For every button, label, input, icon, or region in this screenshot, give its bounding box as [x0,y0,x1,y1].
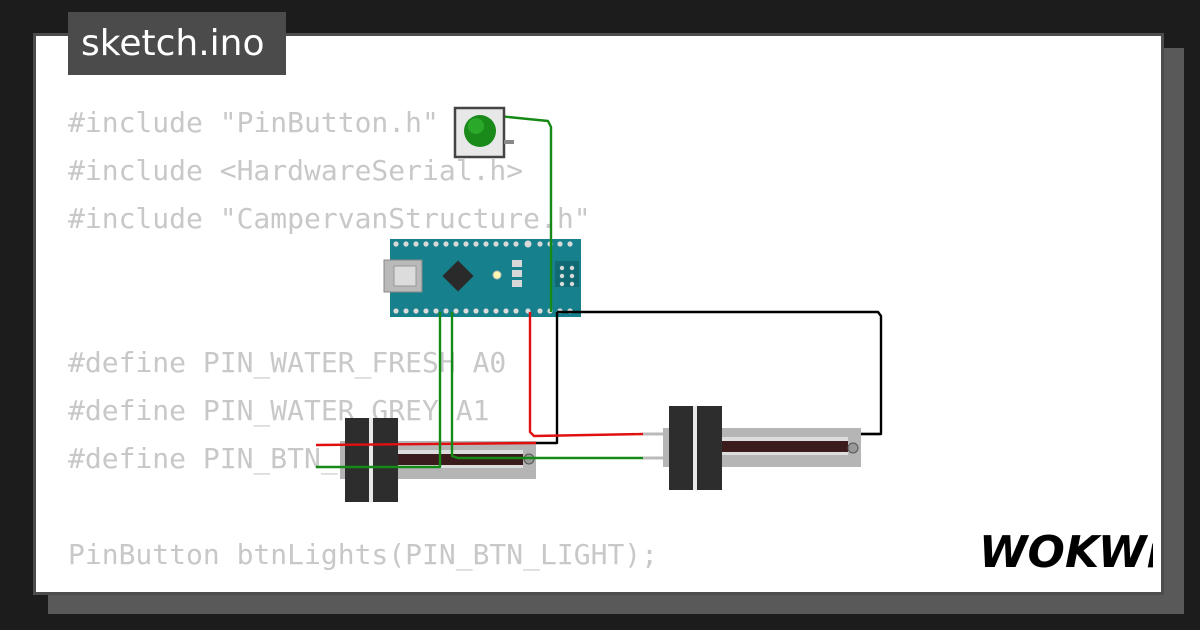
pushbutton-icon[interactable] [453,106,514,159]
code-line: #include "PinButton.h" [68,106,439,139]
code-line: PinButton btnLights(PIN_BTN_LIGHT); [68,538,659,571]
wire-red [315,441,537,447]
wire-black [536,312,559,445]
code-line: #define PIN_WATER_GREY A1 [68,394,490,427]
sketch-title-tab: sketch.ino [68,12,286,75]
preview-card [33,33,1164,595]
wire-green [316,312,442,469]
slide-potentiometer-icon[interactable] [643,406,881,490]
slide-potentiometer-icon[interactable] [340,418,536,502]
wire-green [450,312,643,460]
wokwi-logo-icon: WOKWi [979,527,1153,578]
svg-text:WOKWi: WOKWi [979,527,1153,578]
code-line: #include <HardwareSerial.h> [68,154,524,187]
code-line: #include "CampervanStructure.h" [68,202,591,235]
wire-red [528,312,644,438]
wire-black [557,310,883,436]
code-line: #define PIN_WATER_FRESH A0 [68,346,507,379]
